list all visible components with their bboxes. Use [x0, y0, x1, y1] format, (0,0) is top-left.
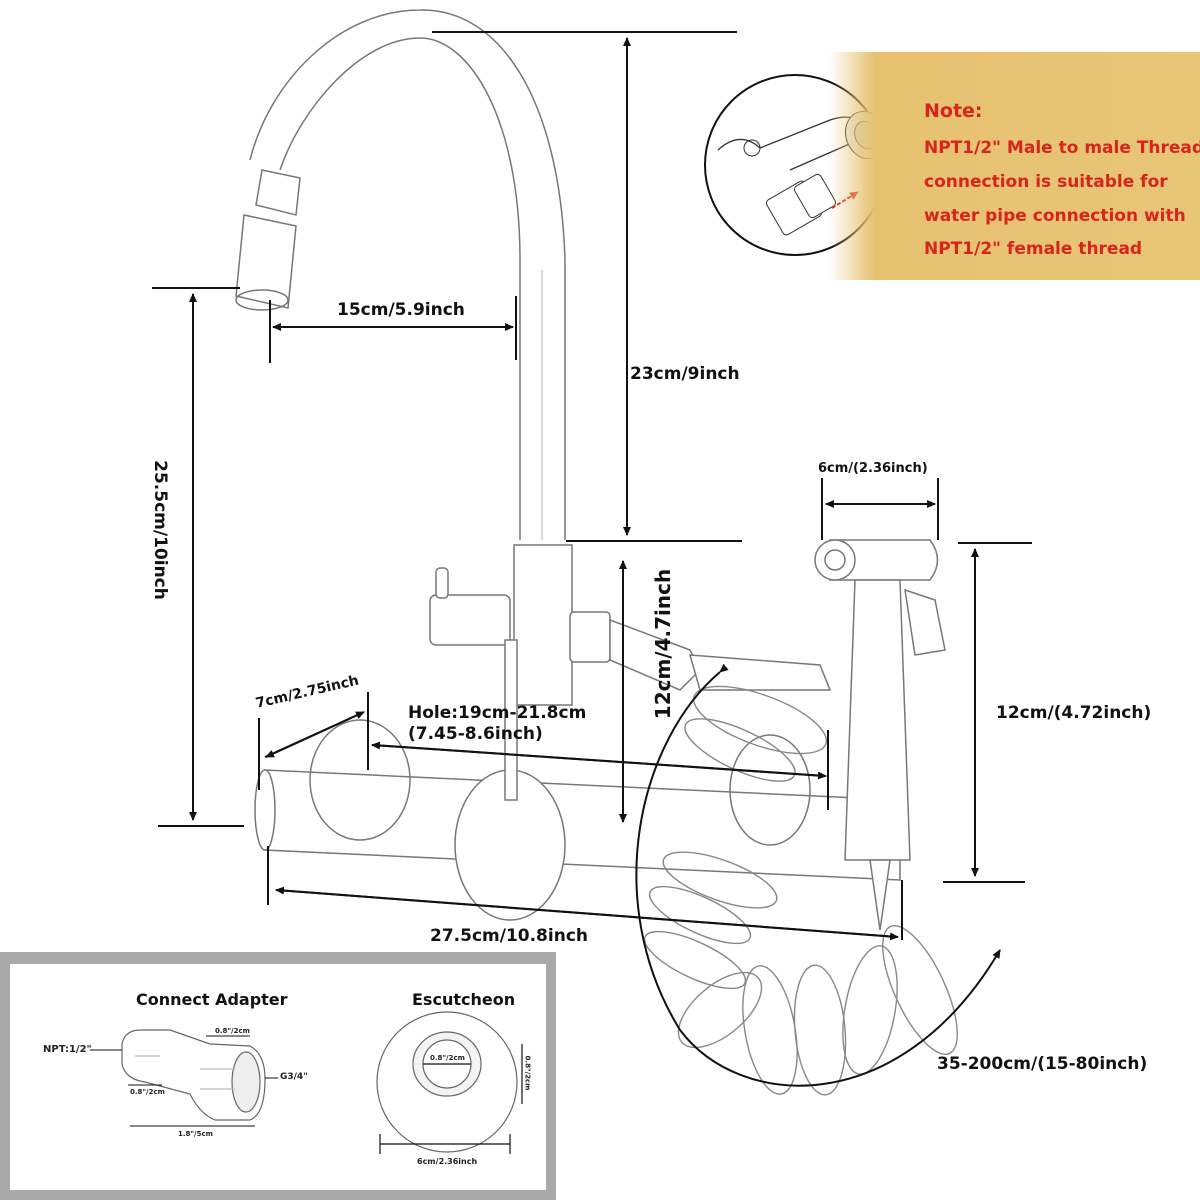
hole-spacing-label-1: Hole:19cm-21.8cm [408, 703, 587, 723]
adapter-title: Connect Adapter [136, 990, 288, 1009]
spout [235, 9, 566, 540]
note-line-3: water pipe connection with [924, 206, 1186, 226]
body-height-label: 12cm/4.7inch [651, 568, 676, 720]
total-height-label: 25.5cm/10inch [149, 460, 170, 600]
accessories-panel-inner: Connect Adapter Escutcheon [10, 964, 546, 1190]
note-line-1: NPT1/2" Male to male Thread [924, 138, 1200, 158]
accessories-drawings [90, 1011, 523, 1154]
adapter-right-thread: G3/4" [280, 1072, 308, 1082]
dimension-lines [152, 31, 1032, 941]
hole-spacing-label-2: (7.45-8.6inch) [408, 724, 543, 744]
adapter-top-dim: 0.8"/2cm [215, 1027, 250, 1035]
adapter-left-dim: 0.8"/2cm [130, 1088, 165, 1096]
escutcheon-inner-dim: 0.8"/2cm [430, 1054, 465, 1062]
escutcheon-title: Escutcheon [412, 990, 516, 1009]
hose-length-label: 35-200cm/(15-80inch) [937, 1054, 1148, 1074]
note-title: Note: [924, 100, 983, 122]
escutcheon-outer-dim: 6cm/2.36inch [417, 1157, 478, 1166]
accessories-panel: Connect Adapter Escutcheon [0, 952, 556, 1200]
total-width-label: 27.5cm/10.8inch [430, 926, 588, 946]
hose-arc [635, 663, 1001, 1087]
escutcheon-height-dim: 0.8"/2cm [523, 1055, 532, 1091]
adapter-left-thread: NPT:1/2" [43, 1044, 92, 1055]
coiled-hose [643, 685, 958, 1096]
note-box [830, 52, 1200, 280]
escutcheon-drawing [376, 1011, 518, 1153]
note-line-4: NPT1/2" female thread [924, 239, 1143, 259]
adapter-drawing [121, 1029, 266, 1121]
sprayer-width-label: 6cm/(2.36inch) [818, 461, 928, 476]
sprayer-height-label: 12cm/(4.72inch) [996, 703, 1152, 723]
note-line-2: connection is suitable for [924, 172, 1168, 192]
adapter-total-dim: 1.8"/5cm [178, 1130, 213, 1138]
faucet-body [254, 544, 901, 921]
spout-height-label: 23cm/9inch [630, 364, 740, 384]
spout-reach-label: 15cm/5.9inch [337, 300, 465, 320]
